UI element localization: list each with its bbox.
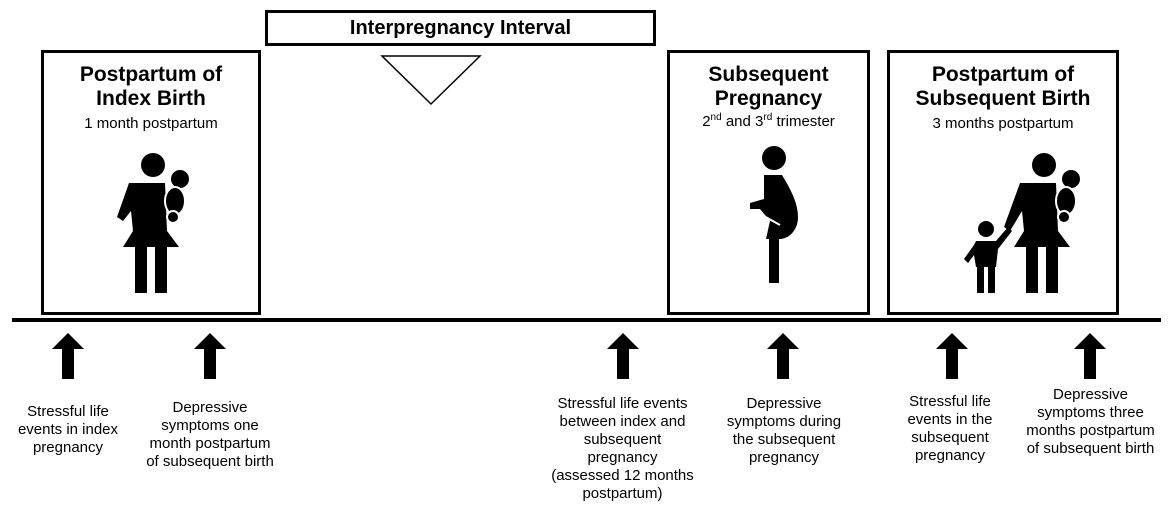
up-arrow-icon [52,333,84,379]
measure-label: Depressive symptoms during the subsequen… [726,395,842,466]
box-title: Postpartum of Subsequent Birth [915,63,1091,110]
box-title: Postpartum of Index Birth [79,63,223,110]
mother-with-baby-and-child-icon [964,153,1080,293]
interval-label: Interpregnancy Interval [349,17,572,39]
measure-label: Stressful life events in the subsequent … [907,393,993,464]
box-subtitle: 2nd and 3rd trimester [702,112,835,131]
up-arrow-icon [936,333,968,379]
interval-label-box: Interpregnancy Interval [265,10,656,46]
up-arrow-icon [194,333,226,379]
measure-label: Stressful life events between index and … [551,395,694,502]
up-arrow-icon [767,333,799,379]
measure-label: Depressive symptoms three months postpar… [1026,386,1155,457]
mother-with-baby-icon [117,153,189,293]
box-title: Subsequent Pregnancy [708,63,829,110]
up-arrow-icon [1074,333,1106,379]
box-subtitle: 3 months postpartum [932,115,1074,132]
box-subtitle: 1 month postpartum [84,115,218,132]
box-postpartum-index: Postpartum of Index Birth 1 month postpa… [41,50,261,315]
up-arrow-icon [607,333,639,379]
timeline-axis [12,318,1161,322]
box-postpartum-subsequent: Postpartum of Subsequent Birth 3 months … [887,50,1119,315]
down-triangle-icon [380,55,482,106]
measure-label: Depressive symptoms one month postpartum… [146,399,274,470]
measure-label: Stressful life events in index pregnancy [17,403,119,456]
box-subsequent-pregnancy: Subsequent Pregnancy 2nd and 3rd trimest… [667,50,870,315]
pregnant-woman-icon [750,146,798,283]
